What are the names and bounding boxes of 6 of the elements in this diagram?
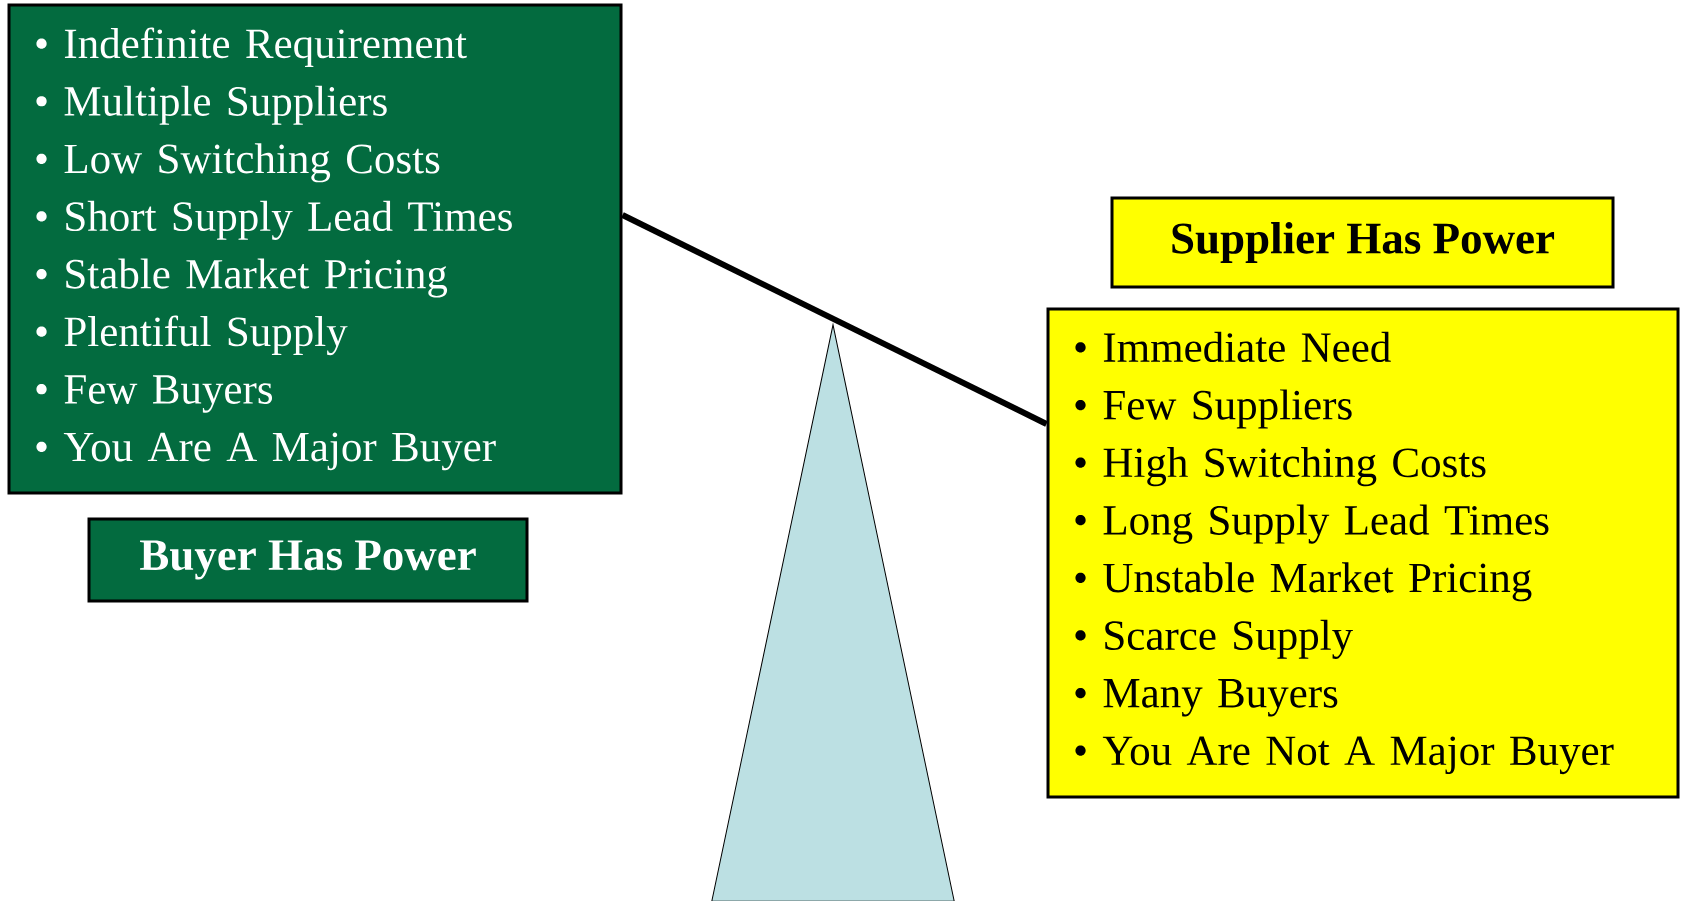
heading-box: Buyer Has Power (87, 517, 529, 603)
seesaw-beam (621, 212, 1048, 427)
fulcrum-triangle (711, 324, 955, 901)
bullet-list-box: • Immediate Need • Few Suppliers • High Switching Costs • Long Supply Lead Times • Unstable Market Pricing • Scarce Supply • Many Buyers • You Are Not A Major Buyer (1046, 307, 1680, 799)
bullet-list-box: • Indefinite Requirement • Multiple Suppliers • Low Switching Costs • Short Supply Lead Times • Stable Market Pricing • Plentiful Supply • Few Buyers • You Are A Major Buyer (7, 3, 623, 495)
heading-box: Supplier Has Power (1110, 196, 1615, 289)
